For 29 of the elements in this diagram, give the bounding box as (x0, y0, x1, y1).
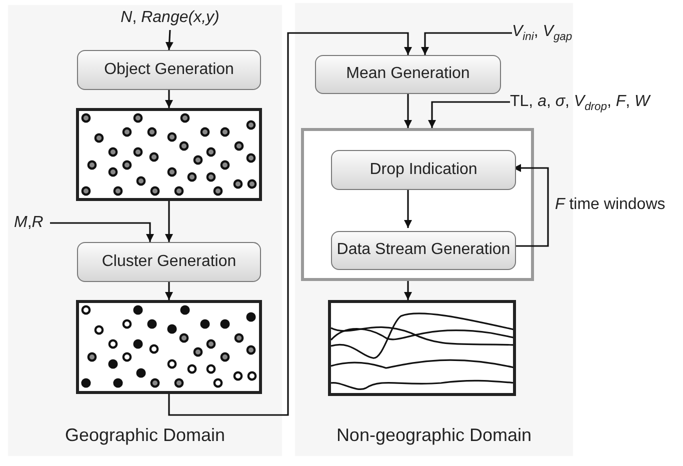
arrow (165, 30, 174, 50)
input-parameters: V$_{ini}$, V$_{gap}$ (512, 20, 592, 46)
arrow (50, 222, 154, 242)
process-box: Object Generation (77, 50, 261, 90)
arrow (421, 32, 512, 55)
edge-label: F time windows (555, 196, 666, 214)
process-box: Cluster Generation (77, 242, 261, 282)
input-parameters: M,R (14, 212, 50, 234)
arrow (513, 164, 549, 247)
input-parameters: N, Range(x,y) (100, 6, 240, 30)
input-parameters: TL, a, σ, V$_{drop}$, F, W (510, 90, 682, 116)
process-box: Data Stream Generation (331, 231, 516, 270)
domain-title: Geographic Domain (64, 425, 226, 446)
process-box: Mean Generation (315, 55, 501, 94)
arrow (404, 281, 412, 300)
arrow (168, 32, 412, 416)
arrow (165, 201, 173, 242)
arrow (404, 187, 412, 228)
data-streams-drawing (328, 300, 516, 396)
arrow (404, 94, 412, 128)
clustered-dots-drawing (76, 300, 262, 394)
arrow (165, 90, 173, 108)
process-box: Drop Indication (331, 150, 516, 190)
scatter-dots-drawing (76, 108, 262, 201)
domain-panel (8, 5, 282, 456)
group-frame (301, 128, 534, 281)
domain-title: Non-geographic Domain (335, 425, 533, 446)
arrow (165, 282, 173, 300)
arrow (428, 101, 510, 128)
